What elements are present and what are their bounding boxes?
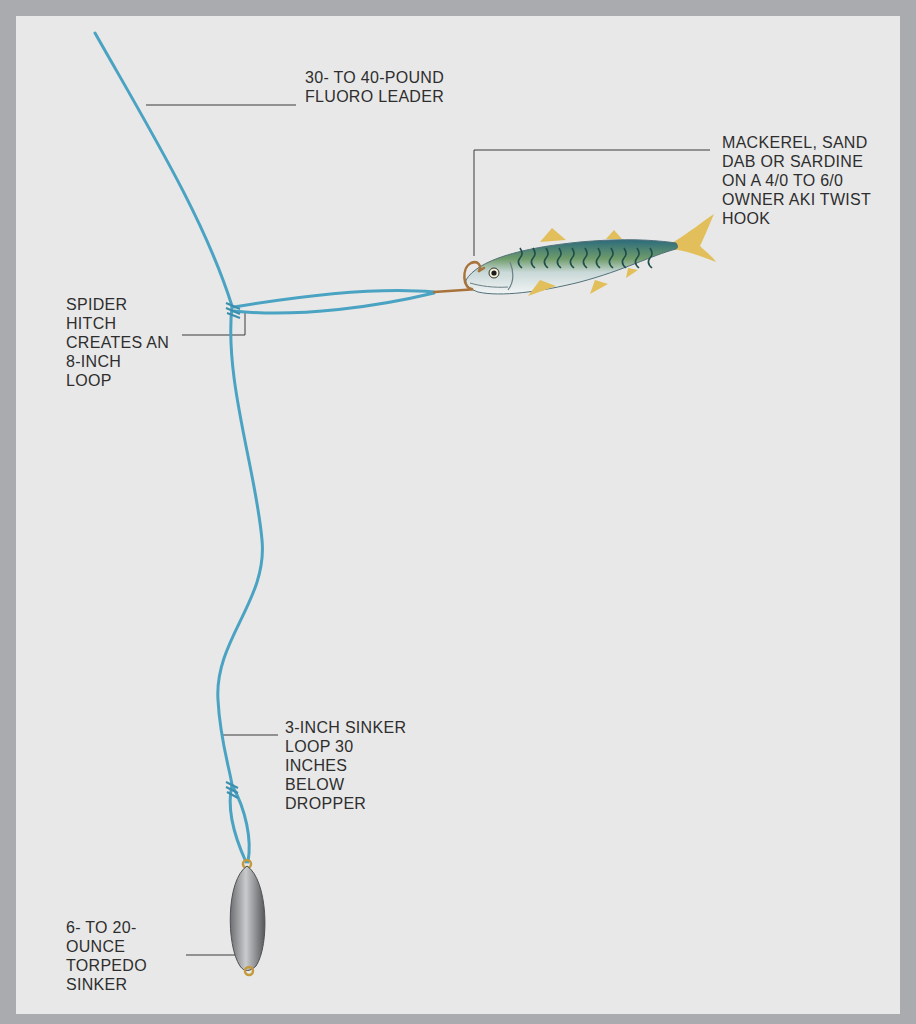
- callout-label: 3-INCH SINKER LOOP 30 INCHES BELOW DROPP…: [285, 718, 407, 813]
- callout-label: MACKEREL, SAND DAB OR SARDINE ON A 4/0 T…: [722, 133, 872, 228]
- spider-hitch-knot: [226, 303, 240, 798]
- callout-label: 6- TO 20-OUNCE TORPEDO SINKER: [66, 918, 170, 994]
- hook-bend: [464, 262, 484, 289]
- callout-lines: [146, 105, 710, 955]
- callout-label: SPIDER HITCH CREATES AN 8-INCH LOOP: [66, 295, 170, 390]
- fluoro-leader: [95, 33, 434, 862]
- callout-label: 30- TO 40-POUND FLUORO LEADER: [305, 68, 483, 106]
- torpedo-sinker: [230, 860, 265, 975]
- mackerel-bait: [466, 214, 716, 296]
